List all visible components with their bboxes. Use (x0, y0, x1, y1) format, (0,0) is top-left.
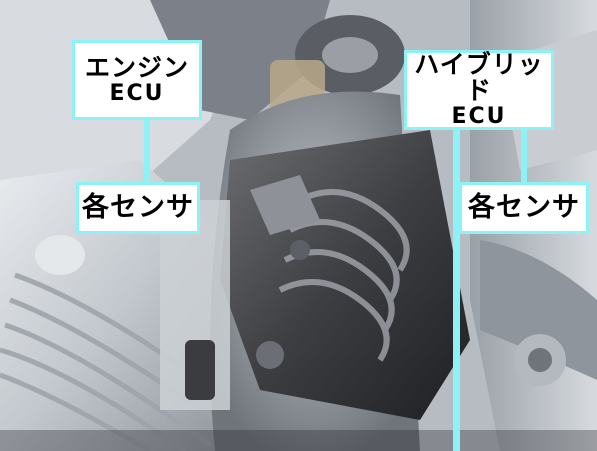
sensors-label-left: 各センサ (76, 182, 200, 234)
hybrid-ecu-leader-line (453, 130, 460, 451)
hybrid-ecu-sensor-leader-line (521, 130, 527, 183)
sensors-label-left-text: 各センサ (82, 191, 194, 223)
hybrid-ecu-label-line1: ハイブリッド (414, 50, 544, 106)
sensors-label-right: 各センサ (459, 182, 589, 234)
engine-ecu-label: エンジン ECU (72, 40, 202, 120)
sensors-label-right-text: 各センサ (468, 191, 580, 223)
engine-ecu-label-line2: ECU (109, 80, 165, 106)
hybrid-ecu-label-line2: ECU (451, 103, 507, 129)
hybrid-ecu-label: ハイブリッド ECU (404, 50, 554, 130)
engine-ecu-leader-line (144, 120, 150, 183)
engine-ecu-label-line1: エンジン (84, 53, 189, 83)
